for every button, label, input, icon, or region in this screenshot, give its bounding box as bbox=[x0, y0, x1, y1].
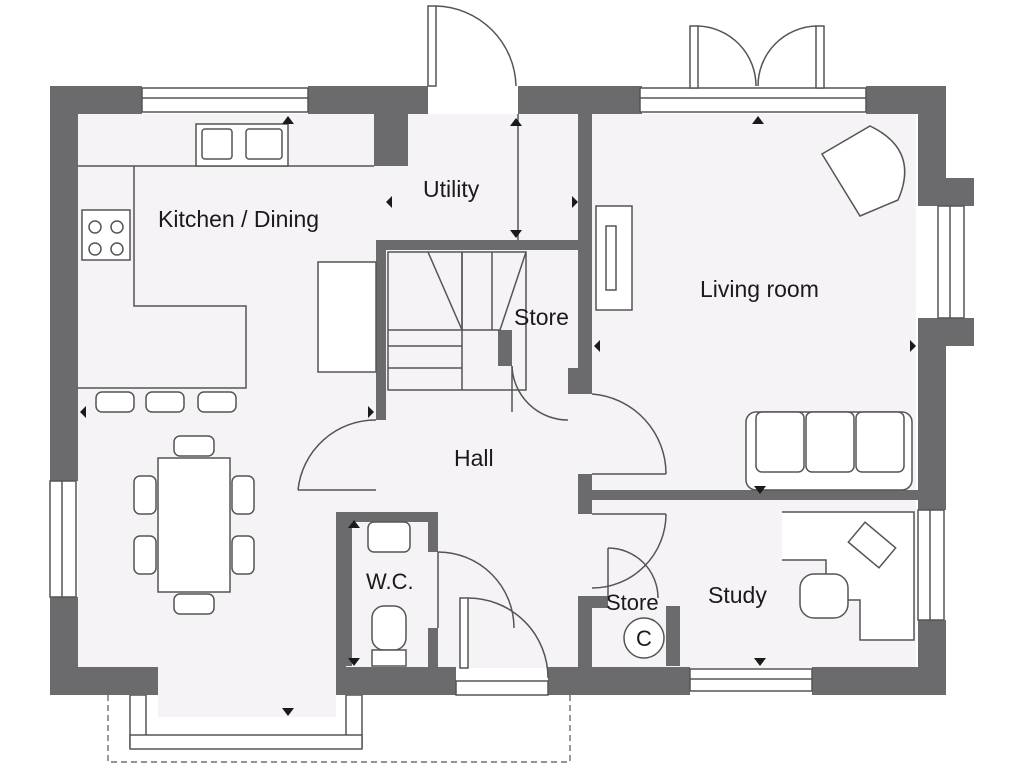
label-store-under-stairs: Store bbox=[514, 304, 569, 330]
external-walls bbox=[50, 86, 974, 695]
label-kitchen-dining: Kitchen / Dining bbox=[158, 206, 319, 232]
bay-window bbox=[107, 694, 571, 763]
wc-fittings bbox=[367, 521, 411, 667]
internal-walls bbox=[336, 114, 918, 668]
study-furniture bbox=[623, 511, 915, 659]
label-utility: Utility bbox=[423, 176, 480, 202]
label-wc: W.C. bbox=[366, 569, 414, 594]
label-study: Study bbox=[708, 582, 767, 608]
windows bbox=[49, 87, 965, 696]
label-hall: Hall bbox=[454, 445, 494, 471]
living-furniture bbox=[595, 125, 913, 491]
cylinder-symbol: C bbox=[636, 626, 652, 651]
kitchen-fittings bbox=[78, 123, 377, 615]
room-labels: Kitchen / Dining Utility Store Living ro… bbox=[158, 176, 819, 651]
label-store-small: Store bbox=[606, 590, 659, 615]
arrows bbox=[80, 116, 916, 716]
doors bbox=[297, 5, 825, 679]
stairs bbox=[387, 251, 527, 391]
label-living-room: Living room bbox=[700, 276, 819, 302]
